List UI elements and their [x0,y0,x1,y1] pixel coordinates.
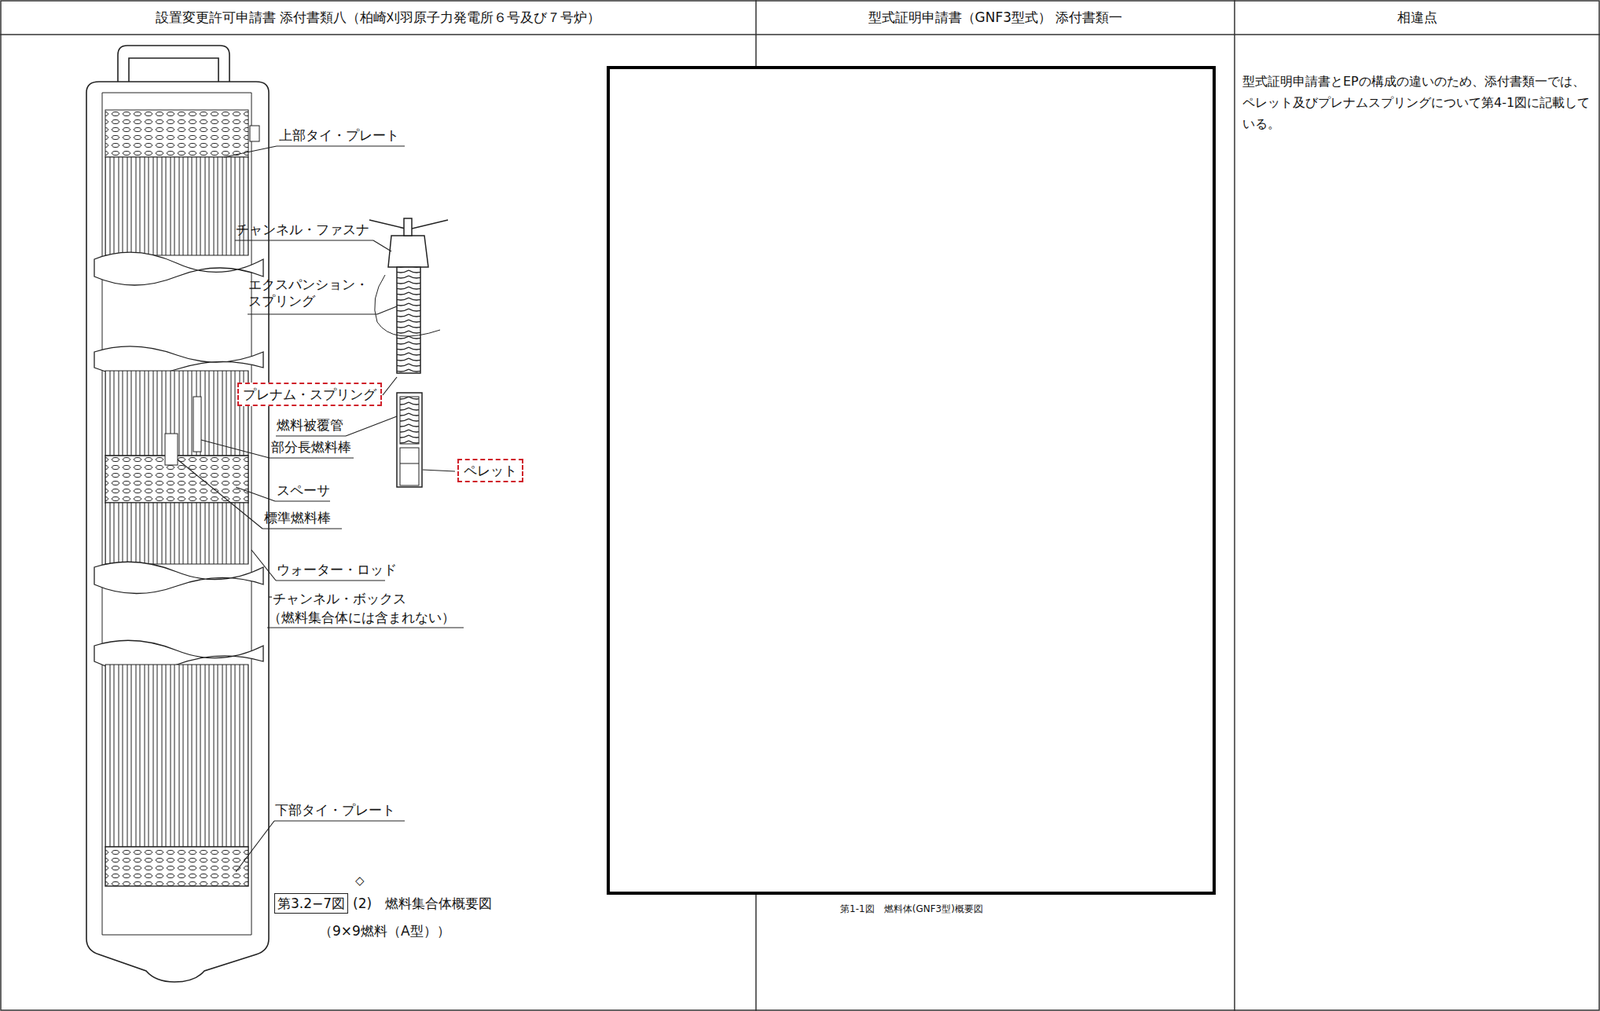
part-label: スペーサ [276,482,331,500]
column-heading: 相違点 [1397,8,1438,26]
part-label: （燃料集合体には含まれない） [267,609,456,627]
figure-caption: （9×9燃料（A型）） [319,923,451,940]
header-cell: 設置変更許可申請書 添付書類八（柏崎刈羽原子力発電所６号及び７号炉） [0,0,756,35]
cell-text: プレナム・スプリング [242,385,377,404]
figure-caption: 第1-1図 燃料体(GNF3型)概要図 [840,903,984,916]
part-label: 燃料被覆管 [276,417,344,434]
part-label: エクスパンション・スプリング [248,276,375,311]
column-heading: 型式証明申請書（GNF3型式） 添付書類一 [868,8,1123,26]
header-cell: 相違点 [1234,0,1600,35]
cell-text: 第3.2−7図 [277,895,345,913]
highlight-box: プレナム・スプリング [237,382,382,407]
header-cell: 型式証明申請書（GNF3型式） 添付書類一 [755,0,1235,35]
figure-caption: (2) 燃料集合体概要図 [352,895,492,913]
part-label: チャンネル・ファスナ [235,221,370,239]
part-label: 上部タイ・プレート [278,127,400,144]
figure-number-box: 第3.2−7図 [274,893,349,914]
part-label: ウォーター・ロッド [276,561,397,579]
part-label: 標準燃料棒 [264,510,331,527]
cell-text: ペレット [463,462,518,480]
part-label: 下部タイ・プレート [275,802,396,819]
revision-mark: ◇ [355,873,365,889]
cell-text: 型式証明申請書とEPの構成の違いのため、添付書類一では、ペレット及びプレナムスプ… [1242,70,1593,136]
highlight-box: ペレット [457,458,524,483]
part-label: チャンネル・ボックス [272,590,407,608]
table-cell: 型式証明申請書とEPの構成の違いのため、添付書類一では、ペレット及びプレナムスプ… [1234,34,1600,1011]
column-heading: 設置変更許可申請書 添付書類八（柏崎刈羽原子力発電所６号及び７号炉） [155,8,601,26]
part-label: 部分長燃料棒 [271,439,352,456]
